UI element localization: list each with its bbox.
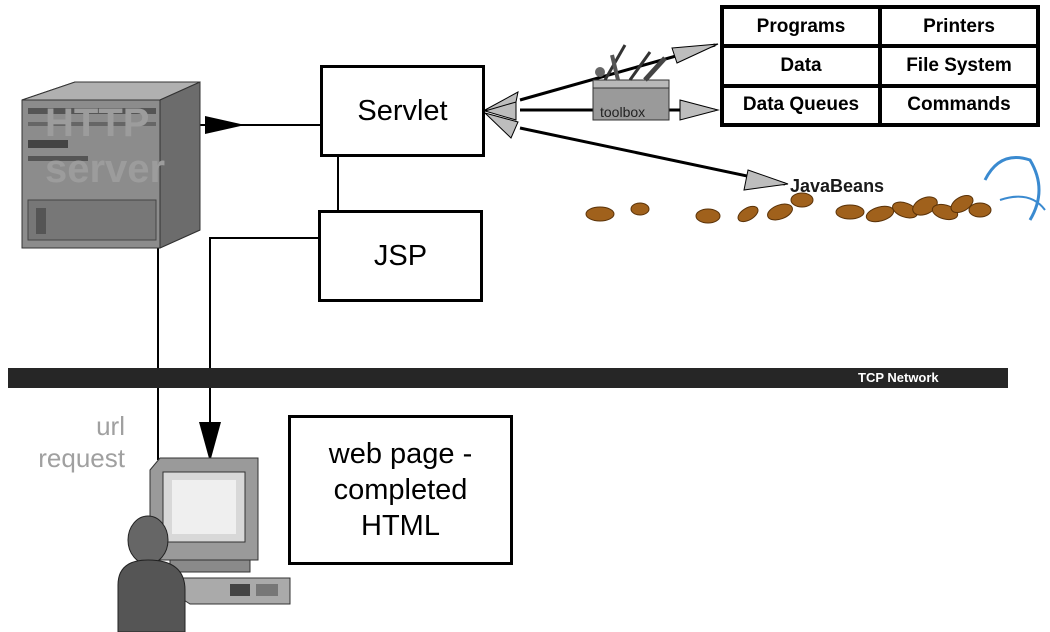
toolbox-item-data-queues: Data Queues	[724, 87, 878, 123]
javabeans-label: JavaBeans	[790, 176, 885, 196]
webpage-line-2: completed	[333, 474, 468, 506]
toolbox-icon	[592, 44, 670, 121]
jsp-label: JSP	[373, 239, 428, 272]
server-label-line-2: server	[45, 147, 166, 191]
servlet-label: Servlet	[357, 94, 448, 127]
client-arrowhead	[199, 422, 221, 462]
toolbox-item-commands: Commands	[882, 87, 1036, 123]
url-request-label: url request	[20, 410, 125, 474]
toolbox-grid: Programs Printers Data File System Data …	[720, 5, 1040, 127]
jsp-to-client-line	[209, 237, 318, 425]
toolbox-item-printers: Printers	[882, 9, 1036, 45]
toolbox-item-file-system: File System	[882, 48, 1036, 84]
toolbox-item-programs: Programs	[724, 9, 878, 45]
client-workstation-icon	[148, 457, 291, 605]
url-request-line-2: request	[38, 443, 125, 473]
servlet-arrowhead-2	[483, 101, 517, 121]
toolbox-label: toolbox	[600, 104, 646, 120]
webpage-line-3: HTML	[361, 510, 440, 542]
jsp-box: JSP	[318, 210, 483, 302]
javabeans-arrowhead	[743, 169, 789, 191]
coffee-beans	[585, 156, 1046, 224]
servlet-box: Servlet	[320, 65, 485, 157]
user-person-icon	[117, 515, 186, 632]
webpage-box: web page - completed HTML	[288, 415, 513, 565]
webpage-line-1: web page -	[328, 438, 473, 470]
programs-arrowhead	[671, 43, 719, 64]
toolbox-item-data: Data	[724, 48, 878, 84]
url-request-line-1: url	[96, 411, 125, 441]
dataqueues-arrowhead	[679, 99, 720, 121]
tcp-network-label: TCP Network	[858, 370, 939, 385]
servlet-to-javabeans-line	[519, 126, 786, 186]
servlet-arrowhead-3	[484, 112, 519, 139]
server-arrowhead	[205, 116, 245, 134]
server-label-line-1: HTTP	[45, 101, 150, 145]
server-label: HTTP server	[45, 100, 165, 192]
tcp-network-bar	[8, 368, 1008, 388]
http-server-icon	[21, 81, 201, 249]
